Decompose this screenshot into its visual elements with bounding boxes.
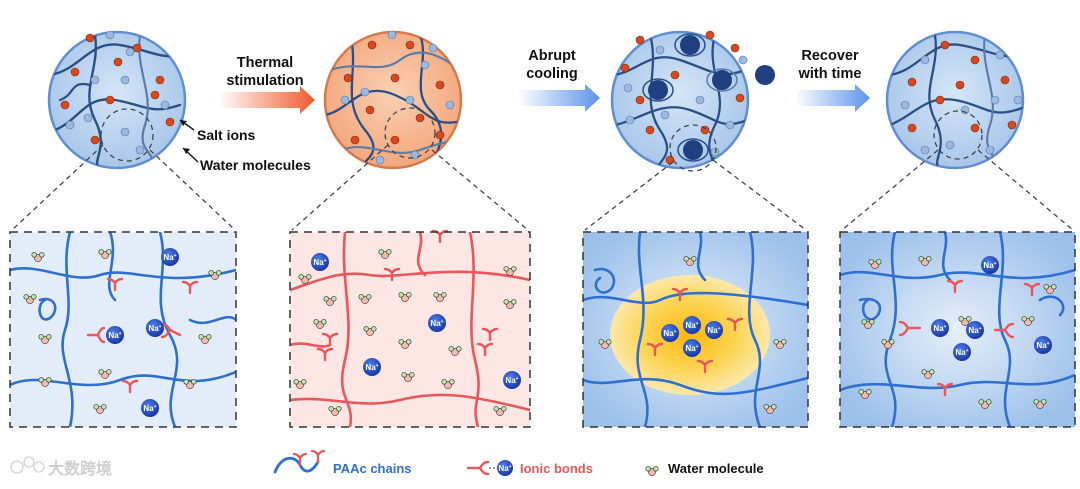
ionic-bond-pair	[86, 322, 182, 344]
svg-text:Na+: Na+	[707, 326, 720, 335]
svg-text:Na+: Na+	[108, 331, 121, 340]
legend-paac-symbol	[273, 449, 326, 474]
svg-text:Na+: Na+	[313, 258, 326, 267]
recover-label-line1: Recover	[801, 48, 859, 64]
svg-text:Na+: Na+	[955, 348, 968, 357]
svg-text:Na+: Na+	[663, 329, 676, 338]
water-molecules-label: Water molecules	[200, 157, 311, 173]
svg-text:Na+: Na+	[685, 344, 698, 353]
zoom-box-recovered: Na+ Na+ Na+ Na+ Na+	[839, 231, 1076, 428]
svg-text:Na+: Na+	[933, 324, 946, 333]
abrupt-label-line2: cooling	[526, 66, 578, 82]
legend-water-label: Water molecule	[668, 461, 764, 476]
abrupt-cooling-arrow: Abrupt cooling	[518, 48, 600, 112]
sodium-ions: Na+ Na+ Na+ Na+	[311, 253, 521, 389]
zoom-box-heated: Na+ Na+ Na+ Na+	[289, 229, 531, 428]
svg-text:Na+: Na+	[505, 376, 518, 385]
thermal-stimulation-arrow: Thermal stimulation	[218, 55, 315, 114]
legend-ionic-symbol: Na+	[466, 460, 513, 476]
svg-text:Na+: Na+	[148, 324, 161, 333]
ionic-cluster: Na+ Na+ Na+ Na+	[646, 287, 744, 374]
svg-text:Na+: Na+	[365, 363, 378, 372]
svg-text:Na+: Na+	[983, 261, 996, 270]
legend-water-symbol	[645, 466, 659, 476]
svg-text:Na+: Na+	[1036, 341, 1049, 350]
zoom-box-initial: Na+ Na+ Na+ Na+	[9, 231, 237, 428]
svg-text:Na+: Na+	[143, 404, 156, 413]
abrupt-label-line1: Abrupt	[528, 48, 576, 64]
legend: PAAc chains Na+ Ionic bonds Water molecu…	[273, 449, 764, 476]
state-cooled-circle	[610, 30, 775, 172]
watermark-text: 大数跨境	[48, 459, 112, 478]
legend-paac-label: PAAc chains	[333, 461, 412, 476]
recover-arrow: Recover with time	[795, 48, 870, 112]
svg-text:Na+: Na+	[430, 319, 443, 328]
svg-text:Na+: Na+	[685, 321, 698, 330]
svg-text:Na+: Na+	[498, 464, 511, 473]
recover-label-line2: with time	[798, 66, 862, 82]
zoom-connectors	[11, 144, 1074, 231]
sodium-ions: Na+ Na+ Na+ Na+	[106, 248, 179, 417]
zoom-box-cooled: Na+ Na+ Na+ Na+	[582, 231, 809, 428]
svg-text:Na+: Na+	[968, 326, 981, 335]
water-molecules-annotation: Water molecules	[182, 147, 311, 173]
state-heated-circle	[323, 30, 463, 170]
state-recovered-circle	[885, 30, 1025, 170]
watermark: 大数跨境	[10, 456, 112, 478]
salt-ions-label: Salt ions	[197, 127, 256, 143]
thermal-label-line2: stimulation	[226, 73, 303, 89]
thermal-label-line1: Thermal	[237, 55, 293, 71]
aggregate-clusters	[642, 33, 775, 162]
salt-ions-annotation: Salt ions	[179, 119, 256, 143]
svg-text:Na+: Na+	[163, 253, 176, 262]
legend-ionic-label: Ionic bonds	[520, 461, 593, 476]
state-initial-circle	[47, 30, 187, 170]
sodium-ions: Na+ Na+ Na+ Na+ Na+	[931, 256, 1052, 361]
